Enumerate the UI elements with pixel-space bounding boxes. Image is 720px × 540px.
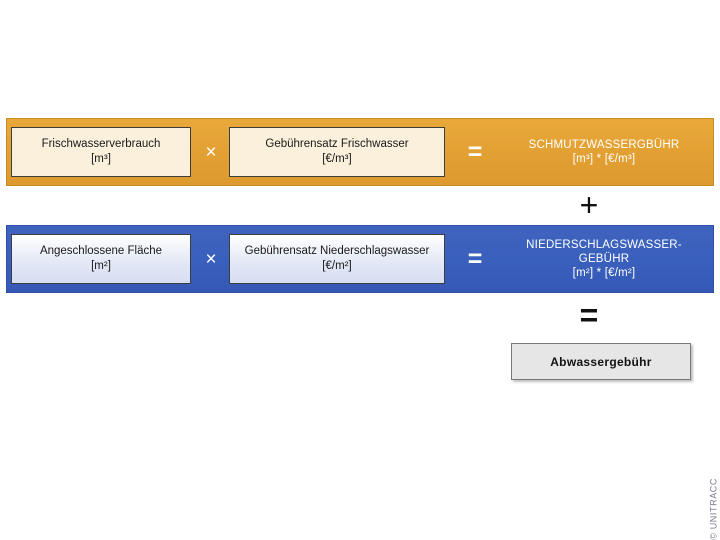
factor-box-angeschlossene-flaeche: Angeschlossene Fläche [m²] — [11, 234, 191, 284]
result-label: NIEDERSCHLAGSWASSER- GEBÜHR — [526, 239, 682, 265]
watermark-copyright: © UNITRACC — [709, 478, 719, 540]
factor-label: Frischwasserverbrauch — [41, 138, 161, 150]
factor-unit: [€/m³] — [322, 153, 352, 165]
formula-row-schmutzwasser: Frischwasserverbrauch [m³] × Gebührensat… — [6, 118, 714, 186]
equals-operator-icon: = — [467, 137, 483, 166]
factor-box-frischwasserverbrauch: Frischwasserverbrauch [m³] — [11, 127, 191, 177]
result-unit: [m²] * [€/m²] — [572, 267, 636, 279]
factor-box-gebuehrensatz-niederschlagswasser: Gebührensatz Niederschlagswasser [€/m²] — [229, 234, 445, 284]
result-schmutzwassergebuehr: SCHMUTZWASSERGBÜHR [m³] * [€/m³] — [493, 138, 715, 166]
result-niederschlagswassergebuehr: NIEDERSCHLAGSWASSER- GEBÜHR [m²] * [€/m²… — [493, 238, 715, 280]
factor-unit: [m³] — [91, 153, 111, 165]
factor-box-gebuehrensatz-frischwasser: Gebührensatz Frischwasser [€/m³] — [229, 127, 445, 177]
result-unit: [m³] * [€/m³] — [572, 153, 636, 165]
factor-unit: [€/m²] — [322, 260, 352, 272]
factor-label: Angeschlossene Fläche — [39, 245, 163, 257]
total-equals-operator-icon: = — [579, 297, 599, 333]
result-label: SCHMUTZWASSERGBÜHR — [528, 139, 680, 151]
multiply-operator-icon: × — [205, 141, 217, 163]
plus-operator-icon: + — [579, 187, 599, 223]
factor-label: Gebührensatz Niederschlagswasser — [244, 245, 430, 257]
formula-row-niederschlagswasser: Angeschlossene Fläche [m²] × Gebührensat… — [6, 225, 714, 293]
total-label: Abwassergebühr — [550, 354, 652, 369]
equals-operator-icon: = — [467, 244, 483, 273]
total-box-abwassergebuehr: Abwassergebühr — [511, 343, 691, 380]
diagram-canvas: Frischwasserverbrauch [m³] × Gebührensat… — [6, 118, 719, 540]
factor-label: Gebührensatz Frischwasser — [265, 138, 409, 150]
factor-unit: [m²] — [91, 260, 111, 272]
multiply-operator-icon: × — [205, 248, 217, 270]
